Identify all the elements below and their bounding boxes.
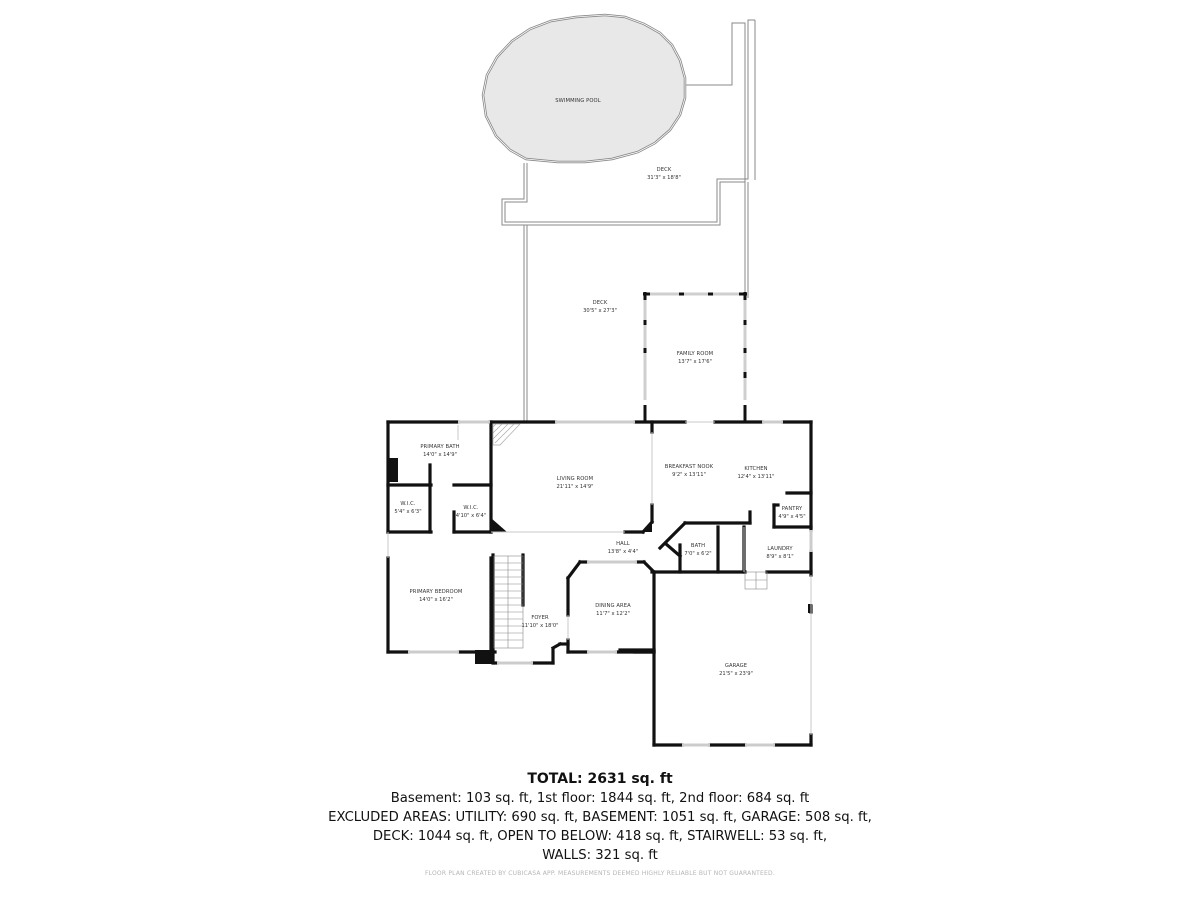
floor-breakdown: Basement: 103 sq. ft, 1st floor: 1844 sq… <box>390 791 810 806</box>
room-dim-primary-bath: 14'0" x 14'9" <box>423 452 457 458</box>
area-summary: TOTAL: 2631 sq. ft Basement: 103 sq. ft,… <box>0 770 1200 865</box>
room-dim-hall: 13'8" x 4'4" <box>608 549 639 555</box>
room-label-foyer: FOYER <box>531 615 549 621</box>
total-area: TOTAL: 2631 sq. ft <box>527 771 673 787</box>
deck-outline <box>501 19 756 421</box>
room-label-primary-bedroom: PRIMARY BEDROOM <box>410 589 463 595</box>
room-label-kitchen: KITCHEN <box>744 466 767 472</box>
family-room: FAMILY ROOM 13'7" x 17'6" <box>643 292 747 423</box>
wall-blocks <box>388 458 812 664</box>
excluded-areas-line-3: WALLS: 321 sq. ft <box>542 848 658 863</box>
windows <box>408 420 813 747</box>
room-dim-wic-left: 5'4" x 6'3" <box>394 509 421 515</box>
room-label-garage: GARAGE <box>725 663 747 669</box>
room-dim-bath: 7'0" x 6'2" <box>684 551 711 557</box>
room-dim-breakfast-nook: 9'2" x 13'11" <box>672 472 706 478</box>
room-dim-wic-right: 4'10" x 6'4" <box>456 513 487 519</box>
house-walls <box>386 420 813 747</box>
room-label-bath: BATH <box>691 543 705 549</box>
staircase <box>493 555 524 649</box>
room-label-deck-lower: DECK <box>593 300 608 306</box>
room-dim-primary-bedroom: 14'0" x 16'2" <box>419 597 453 603</box>
room-dim-foyer: 11'10" x 18'0" <box>521 623 558 629</box>
room-label-family-room: FAMILY ROOM <box>677 351 713 357</box>
room-dim-deck-upper: 31'3" x 18'8" <box>647 175 681 181</box>
excluded-areas-line-1: EXCLUDED AREAS: UTILITY: 690 sq. ft, BAS… <box>328 810 872 825</box>
room-dim-family-room: 13'7" x 17'6" <box>678 359 712 365</box>
room-label-dining-area: DINING AREA <box>595 603 631 609</box>
room-label-laundry: LAUNDRY <box>767 546 793 552</box>
room-dim-laundry: 8'9" x 8'1" <box>766 554 793 560</box>
room-dim-dining-area: 11'7" x 12'2" <box>596 611 630 617</box>
room-label-pantry: PANTRY <box>782 506 803 512</box>
room-dim-garage: 21'5" x 23'9" <box>719 671 753 677</box>
room-label-primary-bath: PRIMARY BATH <box>420 444 459 450</box>
room-label-wic-right: W.I.C. <box>463 505 478 511</box>
floor-plan: SWIMMING POOL DECK 31'3" x 18'8" DECK 30… <box>386 13 813 747</box>
open-boundaries <box>387 421 812 735</box>
disclaimer: FLOOR PLAN CREATED BY CUBICASA APP. MEAS… <box>425 870 775 877</box>
room-label-wic-left: W.I.C. <box>400 501 415 507</box>
swimming-pool: SWIMMING POOL <box>481 13 687 164</box>
room-label-swimming-pool: SWIMMING POOL <box>555 98 600 104</box>
room-label-hall: HALL <box>616 541 630 547</box>
garage-steps <box>744 571 768 590</box>
excluded-areas-line-2: DECK: 1044 sq. ft, OPEN TO BELOW: 418 sq… <box>372 829 828 844</box>
room-dim-kitchen: 12'4" x 13'11" <box>737 474 774 480</box>
room-label-deck-upper: DECK <box>657 167 672 173</box>
room-dim-living-room: 21'11" x 14'9" <box>556 484 593 490</box>
room-dim-pantry: 4'9" x 4'5" <box>778 514 805 520</box>
fireplace-hatch <box>492 423 521 446</box>
room-label-living-room: LIVING ROOM <box>557 476 593 482</box>
room-dim-deck-lower: 30'5" x 27'3" <box>583 308 617 314</box>
room-label-breakfast-nook: BREAKFAST NOOK <box>665 464 714 470</box>
